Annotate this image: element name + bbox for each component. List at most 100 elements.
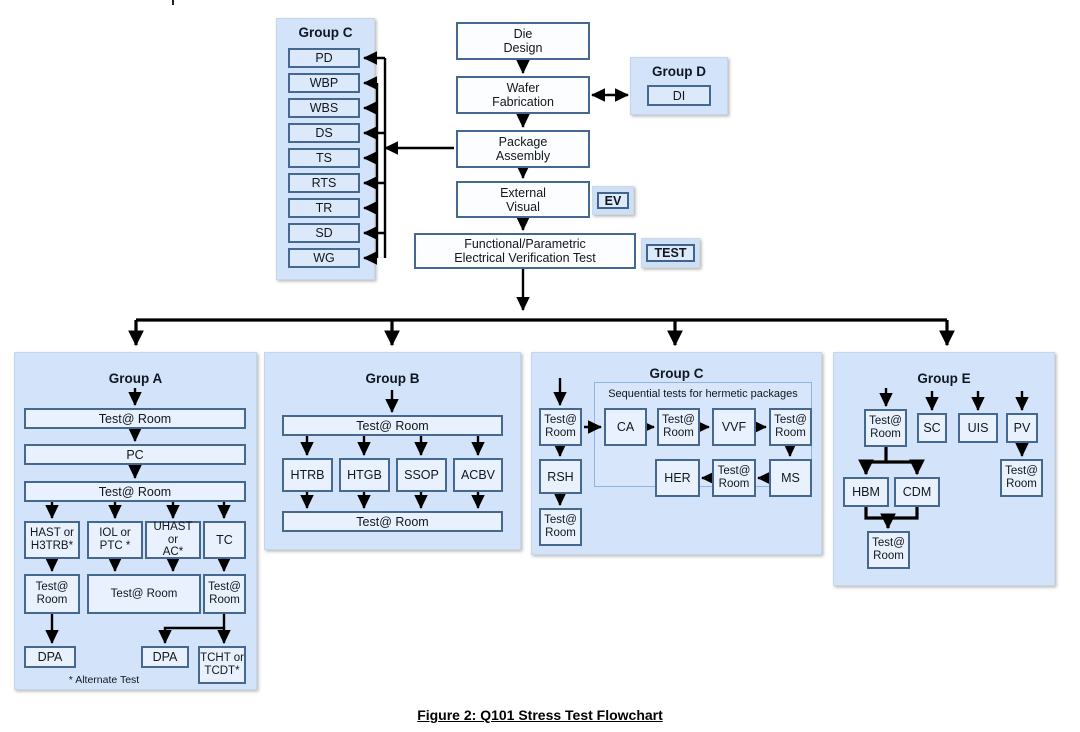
label: SD <box>315 226 333 240</box>
group-a-iol[interactable]: IOL or PTC * <box>87 521 143 559</box>
group-c-item-ds[interactable]: DS <box>288 123 360 143</box>
group-d-title: Group D <box>652 64 706 79</box>
label: TC <box>216 533 233 547</box>
test-badge[interactable]: TEST <box>641 238 700 268</box>
group-d-item-di[interactable]: DI <box>647 85 711 106</box>
node-package-assembly[interactable]: Package Assembly <box>456 130 590 168</box>
label: Test@ Room <box>35 581 69 606</box>
group-c-test-room-4[interactable]: Test@ Room <box>769 408 812 446</box>
group-c-vvf[interactable]: VVF <box>712 408 756 446</box>
group-c-item-wbs[interactable]: WBS <box>288 98 360 118</box>
label: DS <box>315 126 333 140</box>
group-a-test-room-4[interactable]: Test@ Room <box>87 574 201 614</box>
group-a-uhast[interactable]: UHAST or AC* <box>145 521 201 559</box>
group-c-item-pd[interactable]: PD <box>288 48 360 68</box>
label: SC <box>923 421 941 435</box>
group-c-top-title: Group C <box>298 25 353 40</box>
label: DPA <box>37 650 63 664</box>
group-a-test-room-2[interactable]: Test@ Room <box>24 481 246 502</box>
group-a-test-room-3[interactable]: Test@ Room <box>24 574 80 614</box>
group-c-rsh[interactable]: RSH <box>539 459 582 494</box>
group-a-test-room-1[interactable]: Test@ Room <box>24 408 246 429</box>
label: HAST or H3TRB* <box>30 527 74 552</box>
label: Test@ Room <box>869 415 902 440</box>
group-a-footnote: * Alternate Test <box>68 674 140 686</box>
group-c-ms[interactable]: MS <box>769 459 812 497</box>
node-label: Die Design <box>503 27 543 55</box>
label: Test@ Room <box>98 484 172 499</box>
node-electrical-verification-test[interactable]: Functional/Parametric Electrical Verific… <box>414 233 636 269</box>
label: PV <box>1013 421 1031 435</box>
label: PD <box>315 51 333 65</box>
group-b-htgb[interactable]: HTGB <box>339 458 390 492</box>
group-e-test-room-3[interactable]: Test@ Room <box>1000 459 1043 497</box>
group-c-test-room-2[interactable]: Test@ Room <box>539 508 582 546</box>
label: UHAST or AC* <box>153 520 193 559</box>
label: TS <box>316 151 332 165</box>
label: CA <box>616 420 635 434</box>
group-b-title: Group B <box>365 371 420 386</box>
group-b-htrb[interactable]: HTRB <box>282 458 333 492</box>
page-artifact-mark <box>172 0 174 5</box>
group-c-item-ts[interactable]: TS <box>288 148 360 168</box>
group-c-test-room-5[interactable]: Test@ Room <box>712 459 756 497</box>
group-c-her[interactable]: HER <box>655 459 700 497</box>
label: Test@ Room <box>544 514 577 539</box>
label: WBS <box>309 101 339 115</box>
group-a-tc[interactable]: TC <box>203 521 246 559</box>
group-c-ca[interactable]: CA <box>604 408 647 446</box>
group-a-tcht[interactable]: TCHT or TCDT* <box>198 646 246 684</box>
group-c-item-wg[interactable]: WG <box>288 248 360 268</box>
label: Test@ Room <box>110 587 178 600</box>
label: HBM <box>852 485 880 499</box>
label: DI <box>672 88 686 103</box>
group-a-test-room-5[interactable]: Test@ Room <box>203 574 246 614</box>
label: WG <box>313 251 335 265</box>
label: Test@ Room <box>717 465 751 490</box>
label: Test@ Room <box>98 411 172 426</box>
node-external-visual[interactable]: External Visual <box>456 181 590 218</box>
label: WBP <box>309 76 339 90</box>
label: IOL or PTC * <box>99 527 131 552</box>
group-e-uis[interactable]: UIS <box>958 413 998 443</box>
label: TR <box>315 201 333 215</box>
label: PC <box>126 447 144 462</box>
label: RSH <box>547 469 574 484</box>
node-die-design[interactable]: Die Design <box>456 22 590 60</box>
label: Test@ Room <box>872 537 905 562</box>
group-a-hast[interactable]: HAST or H3TRB* <box>24 521 80 559</box>
figure-caption: Figure 2: Q101 Stress Test Flowchart <box>417 707 663 723</box>
group-c-test-room-1[interactable]: Test@ Room <box>539 408 582 446</box>
ev-badge-label: EV <box>597 192 629 209</box>
ev-badge[interactable]: EV <box>592 186 634 215</box>
group-a-dpa-1[interactable]: DPA <box>24 646 76 668</box>
group-c-item-wbp[interactable]: WBP <box>288 73 360 93</box>
label: Test@ Room <box>1005 465 1038 490</box>
node-wafer-fabrication[interactable]: Wafer Fabrication <box>456 76 590 114</box>
group-c-item-rts[interactable]: RTS <box>288 173 360 193</box>
group-c-bottom-title: Group C <box>649 366 704 381</box>
node-label: Functional/Parametric Electrical Verific… <box>454 237 596 265</box>
group-e-pv[interactable]: PV <box>1006 413 1038 443</box>
label: HTGB <box>347 468 382 482</box>
group-a-dpa-2[interactable]: DPA <box>141 646 189 668</box>
group-b-acbv[interactable]: ACBV <box>453 458 503 492</box>
group-b-ssop[interactable]: SSOP <box>396 458 447 492</box>
group-e-test-room-1[interactable]: Test@ Room <box>864 409 907 447</box>
group-c-item-sd[interactable]: SD <box>288 223 360 243</box>
group-c-test-room-3[interactable]: Test@ Room <box>657 408 700 446</box>
group-e-cdm[interactable]: CDM <box>894 477 940 507</box>
node-label: Package Assembly <box>495 135 551 163</box>
label: Test@ Room <box>544 414 577 439</box>
group-e-test-room-2[interactable]: Test@ Room <box>867 531 910 569</box>
test-badge-label: TEST <box>646 244 695 262</box>
group-b-test-room-1[interactable]: Test@ Room <box>282 415 503 436</box>
group-a-pc[interactable]: PC <box>24 444 246 465</box>
group-e-hbm[interactable]: HBM <box>843 477 889 507</box>
group-e-sc[interactable]: SC <box>917 413 947 443</box>
group-b-test-room-2[interactable]: Test@ Room <box>282 511 503 532</box>
group-c-item-tr[interactable]: TR <box>288 198 360 218</box>
label: RTS <box>311 176 337 190</box>
group-c-subgroup-label: Sequential tests for hermetic packages <box>608 388 798 400</box>
